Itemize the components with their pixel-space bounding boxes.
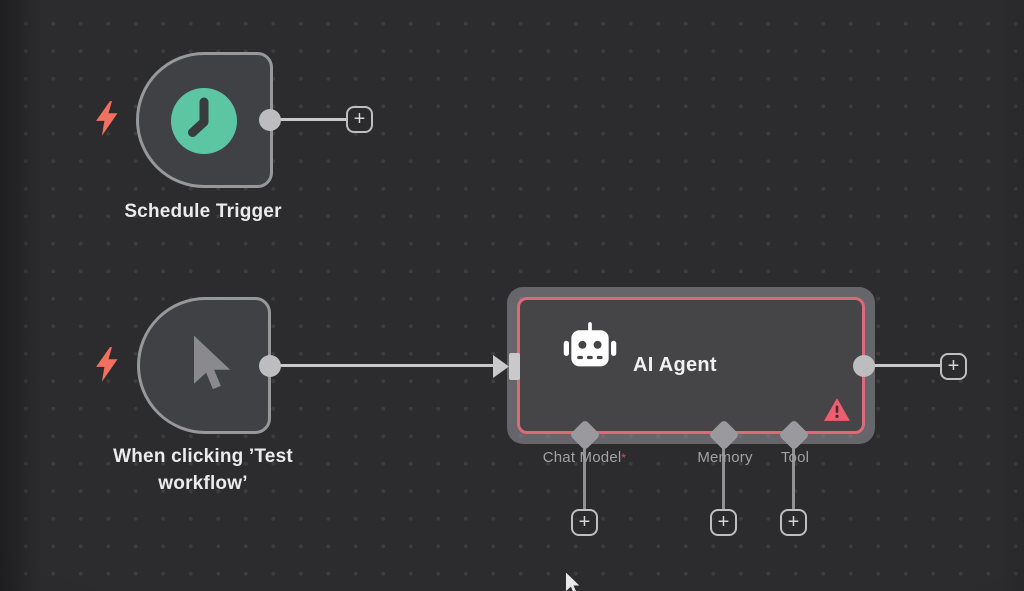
output-connector-ai-agent[interactable]	[853, 355, 875, 377]
sub-connector-label-memory: Memory	[675, 449, 775, 467]
plus-icon: +	[787, 510, 800, 533]
add-chat-model-button[interactable]: +	[571, 509, 598, 536]
sub-label-text: Chat Model	[542, 449, 622, 466]
add-node-button-schedule[interactable]: +	[346, 106, 373, 133]
wire-schedule-to-add[interactable]	[272, 118, 348, 121]
add-node-button-ai-agent[interactable]: +	[940, 353, 967, 380]
plus-icon: +	[578, 510, 591, 533]
sub-label-text: Memory	[697, 449, 753, 466]
plus-icon: +	[947, 354, 960, 377]
sub-connector-label-chat-model: Chat Model*	[512, 449, 657, 467]
node-manual-trigger[interactable]	[137, 297, 271, 434]
trigger-bolt-icon	[96, 347, 118, 382]
cursor-icon	[194, 335, 231, 390]
wire-chat-model[interactable]	[583, 446, 586, 511]
plus-icon: +	[717, 510, 730, 533]
node-ai-agent[interactable]: AI Agent	[517, 297, 865, 434]
wire-tool[interactable]	[792, 446, 795, 511]
wire-memory[interactable]	[722, 446, 725, 511]
clock-icon	[171, 88, 237, 154]
trigger-bolt-icon	[96, 101, 118, 136]
add-tool-button[interactable]: +	[780, 509, 807, 536]
wire-manual-to-agent[interactable]	[272, 364, 494, 367]
input-arrowhead	[493, 355, 509, 378]
robot-icon	[563, 322, 617, 367]
output-connector-schedule-trigger[interactable]	[259, 109, 281, 131]
sub-label-text: Tool	[780, 449, 810, 466]
output-connector-manual-trigger[interactable]	[259, 355, 281, 377]
sub-connector-label-tool: Tool	[755, 449, 835, 467]
wire-agent-to-add[interactable]	[866, 364, 942, 367]
input-connector-ai-agent[interactable]	[509, 353, 520, 380]
plus-icon: +	[353, 107, 366, 130]
add-memory-button[interactable]: +	[710, 509, 737, 536]
required-marker: *	[621, 451, 627, 465]
node-schedule-trigger[interactable]	[136, 52, 273, 188]
node-label-schedule-trigger: Schedule Trigger	[124, 201, 282, 222]
warning-icon[interactable]	[823, 397, 851, 422]
mouse-cursor-icon	[564, 570, 583, 591]
node-label-manual-trigger: When clicking ’Test workflow’	[113, 446, 293, 494]
node-title-ai-agent: AI Agent	[633, 354, 717, 376]
